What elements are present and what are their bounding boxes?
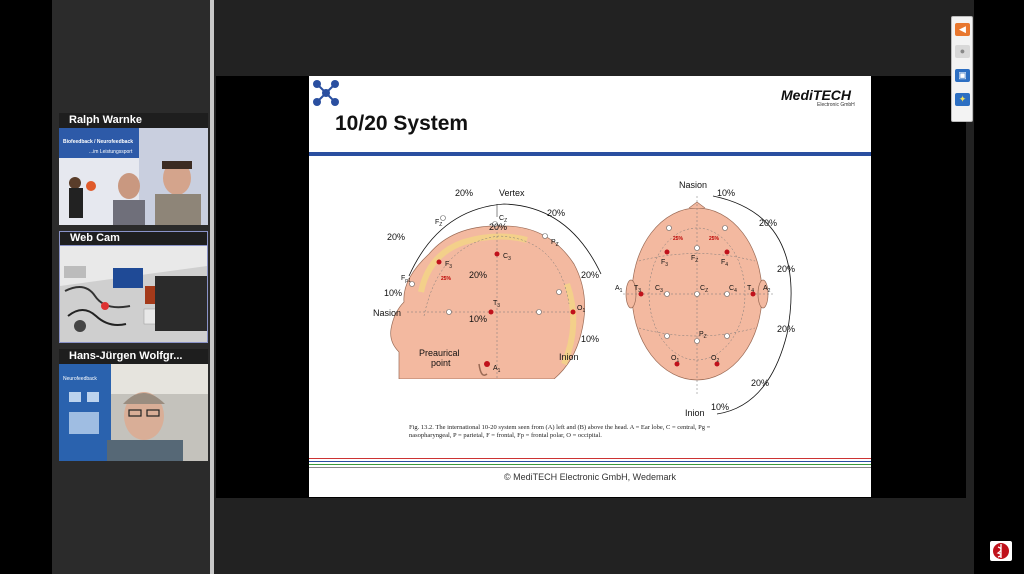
- participant-video-hans-juergen[interactable]: Hans-Jürgen Wolfgr... Neurofeedback: [59, 349, 208, 461]
- label-10a: 10%: [384, 288, 402, 298]
- label-25-top-b: 25%: [709, 236, 720, 242]
- floating-toolbar: ◀ ● ▣ ✦: [951, 16, 973, 122]
- banner-text: Neurofeedback: [63, 376, 97, 382]
- slide-title: 10/20 System: [335, 112, 469, 135]
- participant-name: Hans-Jürgen Wolfgr...: [59, 349, 208, 364]
- label-20b: 20%: [547, 208, 565, 218]
- label-point: point: [431, 358, 451, 368]
- label-20c: 20%: [387, 232, 405, 242]
- label-20a: 20%: [455, 188, 473, 198]
- video-frame-1: Biofeedback / Neurofeedback ...im Leistu…: [59, 128, 208, 225]
- electrode-c3-top: C3: [655, 285, 663, 294]
- lightbulb-icon[interactable]: ✦: [955, 93, 970, 106]
- label-20f: 20%: [581, 270, 599, 280]
- presentation-slide: 10/20 System MediTECH Electronic GmbH: [309, 76, 871, 497]
- right-margin: [974, 0, 1024, 574]
- electrode-a1: A1: [493, 365, 501, 374]
- label-20-top-c: 20%: [777, 324, 795, 334]
- label-nasion: Nasion: [373, 308, 401, 318]
- label-20e: 20%: [469, 270, 487, 280]
- electrode-a1-top: A1: [615, 285, 623, 294]
- video-frame-2: [60, 246, 207, 342]
- label-20-top-b: 20%: [777, 264, 795, 274]
- electrode-fz: FZ: [435, 219, 442, 228]
- label-vertex: Vertex: [499, 188, 525, 198]
- electrode-t3-top: T3: [634, 285, 641, 294]
- window-icon[interactable]: ▣: [955, 69, 970, 82]
- banner-text: Biofeedback / Neurofeedback: [63, 139, 133, 145]
- label-inion-top: Inion: [685, 408, 705, 418]
- footer-rule-green: [309, 464, 871, 465]
- electrode-o2-top: O2: [711, 355, 719, 364]
- participant-video-web-cam[interactable]: Web Cam: [59, 231, 208, 343]
- electrode-pz-top: PZ: [699, 331, 707, 340]
- header-rule: [309, 152, 871, 156]
- participant-name: Ralph Warnke: [59, 113, 208, 128]
- electrode-pz: PZ: [551, 239, 559, 248]
- footer-rule-red: [309, 458, 871, 459]
- video-feed: Biofeedback / Neurofeedback ...im Leistu…: [59, 128, 208, 225]
- electrode-f4-top: F4: [721, 259, 728, 268]
- company-logo-sub: Electronic GmbH: [817, 102, 855, 108]
- left-margin: [0, 0, 52, 574]
- label-preaurical: Preaurical: [419, 348, 460, 358]
- banner-text-2: ...im Leistungssport: [89, 149, 133, 155]
- company-logo: MediTECH: [781, 87, 851, 103]
- app-logo-icon: [990, 541, 1012, 561]
- side-view-diagram: 20% Vertex 20% 20% 20% 20% 20% 10% 10% 1…: [373, 188, 602, 379]
- electrode-t3: T3: [493, 300, 500, 309]
- participant-video-ralph-warnke[interactable]: Ralph Warnke Biofeedback / Neurofeedback…: [59, 113, 208, 225]
- electrode-o1: O1: [577, 305, 585, 314]
- electrode-cz-top: CZ: [700, 285, 708, 294]
- electrode-cz: CZ: [499, 215, 507, 224]
- molecule-logo-icon: [313, 80, 339, 106]
- label-20d: 20%: [489, 222, 507, 232]
- electrode-c3: C3: [503, 253, 511, 262]
- label-10c: 10%: [581, 334, 599, 344]
- label-10-top-a: 10%: [717, 188, 735, 198]
- video-frame-3: Neurofeedback: [59, 364, 208, 461]
- electrode-f3: F3: [445, 261, 452, 270]
- electrode-a2-top: A2: [763, 285, 771, 294]
- sidebar-resize-handle[interactable]: [210, 0, 214, 574]
- label-nasion-top: Nasion: [679, 180, 707, 190]
- label-inion: Inion: [559, 352, 579, 362]
- electrode-t4-top: T4: [747, 285, 754, 294]
- label-25-side: 25%: [441, 276, 452, 282]
- electrode-f3-top: F3: [661, 259, 668, 268]
- video-feed: Neurofeedback: [59, 364, 208, 461]
- video-feed: [59, 246, 208, 343]
- participant-name: Web Cam: [59, 231, 208, 246]
- slide-footer: © MediTECH Electronic GmbH, Wedemark: [503, 472, 676, 482]
- label-10b: 10%: [469, 314, 487, 324]
- microphone-icon[interactable]: ●: [955, 45, 970, 58]
- label-20-top-a: 20%: [759, 218, 777, 228]
- electrode-c4-top: C4: [729, 285, 737, 294]
- electrode-fp1: Fp1: [401, 275, 411, 284]
- electrode-o1-top: O1: [671, 355, 679, 364]
- footer-rule-gray: [309, 467, 871, 468]
- footer-rule-blue: [309, 461, 871, 462]
- electrode-fz-top: FZ: [691, 255, 698, 264]
- label-25-top-a: 25%: [673, 236, 684, 242]
- figure-caption: Fig. 13.2. The international 10-20 syste…: [409, 424, 711, 439]
- arrow-left-icon[interactable]: ◀: [955, 23, 970, 36]
- top-view-diagram: Nasion 10% 20% 20% 20% 20% 10% Inion F3 …: [615, 180, 795, 418]
- label-10-top-b: 10%: [711, 402, 729, 412]
- label-20-top-d: 20%: [751, 378, 769, 388]
